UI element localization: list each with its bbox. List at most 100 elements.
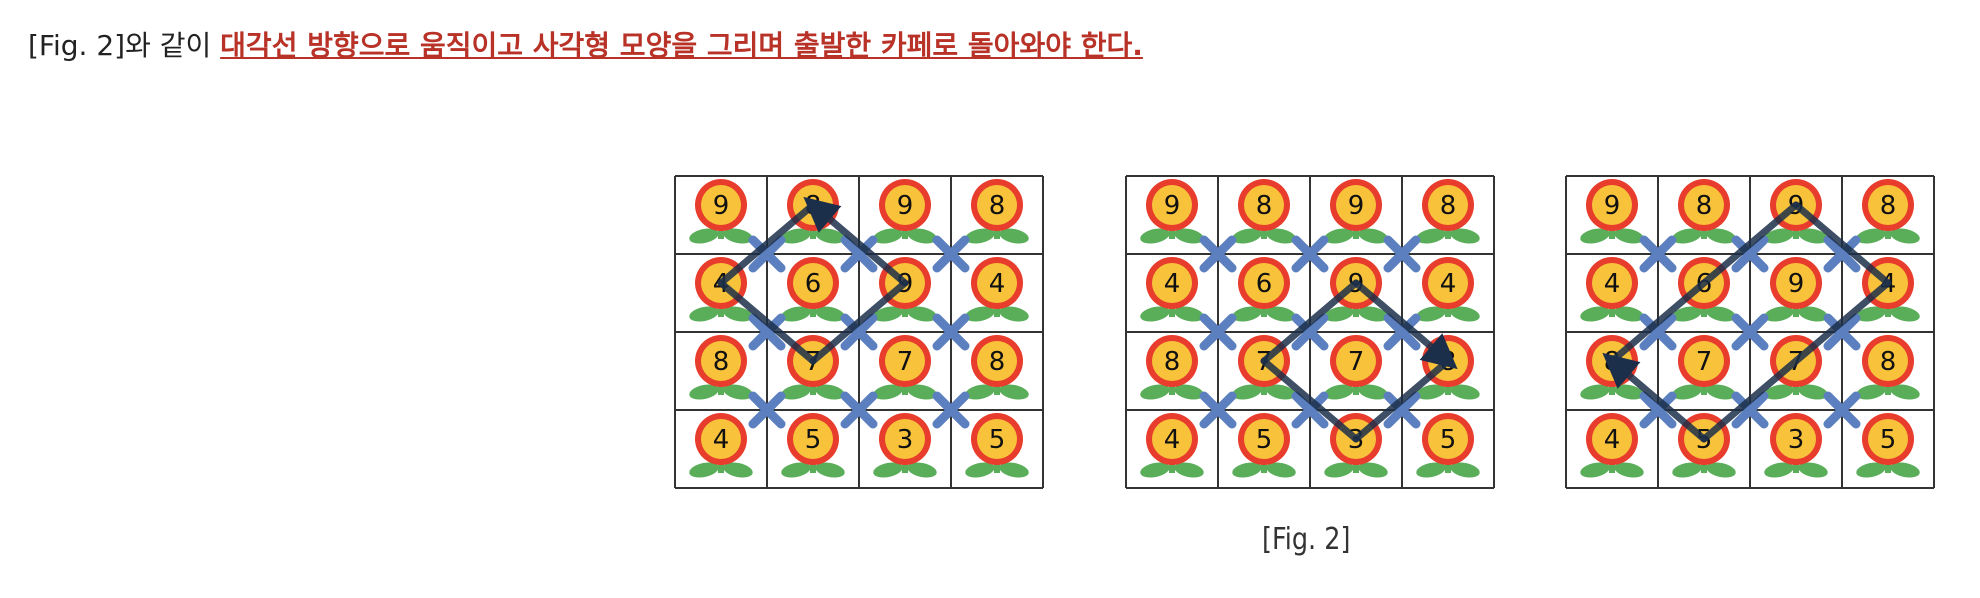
flower-center bbox=[1868, 185, 1908, 225]
cross-icon bbox=[840, 235, 878, 273]
cross-icon bbox=[1199, 235, 1237, 273]
cross-icon bbox=[840, 313, 878, 351]
flower-cell: 8 bbox=[1856, 179, 1920, 244]
cross-icon bbox=[1823, 235, 1861, 273]
flower-center bbox=[1868, 341, 1908, 381]
flower-number: 7 bbox=[897, 347, 914, 377]
flower-number: 8 bbox=[713, 347, 730, 377]
leaf-icon bbox=[1614, 462, 1644, 478]
cross-icon bbox=[932, 235, 970, 273]
flower-number: 8 bbox=[1880, 347, 1897, 377]
leaf-icon bbox=[689, 306, 719, 322]
leaf-icon bbox=[1706, 384, 1736, 400]
flower-cell: 8 bbox=[689, 335, 753, 400]
flower-cell: 9 bbox=[1580, 179, 1644, 244]
flower-number: 8 bbox=[989, 347, 1006, 377]
leaf-icon bbox=[1798, 306, 1828, 322]
flower-cell: 9 bbox=[1764, 257, 1828, 322]
leaf-icon bbox=[999, 462, 1029, 478]
flower-cell: 8 bbox=[1672, 179, 1736, 244]
cross-icon bbox=[932, 313, 970, 351]
cross-icon bbox=[1383, 391, 1421, 429]
leaf-icon bbox=[1324, 228, 1354, 244]
flower-cell: 6 bbox=[781, 257, 845, 322]
leaf-icon bbox=[1174, 228, 1204, 244]
leaf-icon bbox=[689, 384, 719, 400]
leaf-icon bbox=[1580, 384, 1610, 400]
leaf-icon bbox=[873, 306, 903, 322]
flower-number: 7 bbox=[1696, 347, 1713, 377]
flower-cell: 3 bbox=[873, 413, 937, 478]
cross-icon bbox=[1823, 391, 1861, 429]
flower-number: 9 bbox=[1788, 269, 1805, 299]
leaf-icon bbox=[1798, 462, 1828, 478]
leaf-icon bbox=[723, 384, 753, 400]
leaf-icon bbox=[907, 462, 937, 478]
leaf-icon bbox=[1266, 384, 1296, 400]
leaf-icon bbox=[1856, 228, 1886, 244]
flower-number: 6 bbox=[1256, 269, 1273, 299]
path-segment bbox=[1260, 279, 1360, 365]
flower-center bbox=[793, 419, 833, 459]
leaf-icon bbox=[873, 384, 903, 400]
flower-center bbox=[1428, 419, 1468, 459]
leaf-icon bbox=[1856, 462, 1886, 478]
flower-center bbox=[1684, 185, 1724, 225]
leaf-icon bbox=[1798, 384, 1828, 400]
leaf-icon bbox=[1358, 306, 1388, 322]
leaf-icon bbox=[1416, 384, 1446, 400]
flower-center bbox=[701, 419, 741, 459]
flower-cell: 4 bbox=[689, 413, 753, 478]
flower-number: 9 bbox=[1348, 191, 1365, 221]
intro-highlight: 대각선 방향으로 움직이고 사각형 모양을 그리며 출발한 카페로 돌아와야 한… bbox=[220, 29, 1143, 62]
flower-center bbox=[701, 185, 741, 225]
leaf-icon bbox=[1706, 228, 1736, 244]
flower-cell: 4 bbox=[1580, 413, 1644, 478]
flower-cell: 8 bbox=[1856, 335, 1920, 400]
flower-cell: 7 bbox=[873, 335, 937, 400]
leaf-icon bbox=[1266, 228, 1296, 244]
leaf-icon bbox=[1856, 384, 1886, 400]
flower-cell: 4 bbox=[1416, 257, 1480, 322]
flower-number: 9 bbox=[1164, 191, 1181, 221]
cross-icon bbox=[1731, 313, 1769, 351]
flower-center bbox=[1152, 263, 1192, 303]
flower-cell: 8 bbox=[965, 335, 1029, 400]
flower-cell: 9 bbox=[1140, 179, 1204, 244]
leaf-icon bbox=[1416, 306, 1446, 322]
leaf-icon bbox=[1614, 306, 1644, 322]
flower-number: 8 bbox=[989, 191, 1006, 221]
flower-number: 8 bbox=[1256, 191, 1273, 221]
leaf-icon bbox=[1856, 306, 1886, 322]
path-segment bbox=[717, 201, 817, 287]
cross-icon bbox=[1639, 391, 1677, 429]
path-segment bbox=[1700, 279, 1892, 443]
leaf-icon bbox=[965, 462, 995, 478]
flower-number: 4 bbox=[1164, 425, 1181, 455]
cross-icon bbox=[1199, 391, 1237, 429]
flower-cell: 8 bbox=[1140, 335, 1204, 400]
cross-icon bbox=[1291, 313, 1329, 351]
path-arrow bbox=[1602, 352, 1708, 443]
leaf-icon bbox=[723, 228, 753, 244]
flower-number: 5 bbox=[805, 425, 822, 455]
leaf-icon bbox=[1324, 384, 1354, 400]
leaf-icon bbox=[1672, 462, 1702, 478]
flower-number: 6 bbox=[805, 269, 822, 299]
leaf-icon bbox=[781, 228, 811, 244]
flower-center bbox=[1684, 341, 1724, 381]
leaf-icon bbox=[1450, 462, 1480, 478]
flower-center bbox=[1428, 185, 1468, 225]
leaf-icon bbox=[1890, 462, 1920, 478]
flower-cell: 4 bbox=[1140, 257, 1204, 322]
flower-center bbox=[977, 419, 1017, 459]
flower-grid-3: 9898469487784535 bbox=[1565, 175, 1935, 489]
leaf-icon bbox=[689, 228, 719, 244]
leaf-icon bbox=[1358, 462, 1388, 478]
flower-cell: 4 bbox=[1140, 413, 1204, 478]
flower-number: 8 bbox=[1164, 347, 1181, 377]
leaf-icon bbox=[1266, 306, 1296, 322]
flower-center bbox=[1152, 185, 1192, 225]
flower-center bbox=[1336, 341, 1376, 381]
flower-number: 9 bbox=[1604, 191, 1621, 221]
